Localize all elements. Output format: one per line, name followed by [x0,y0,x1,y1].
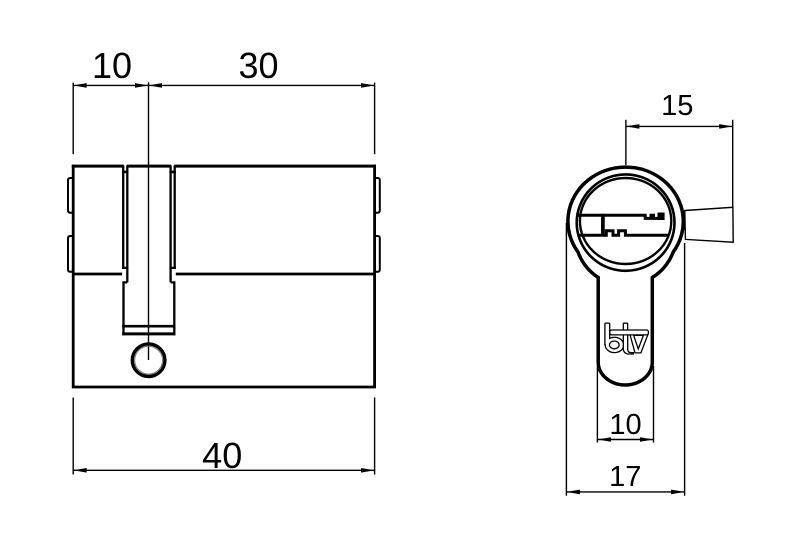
svg-text:10: 10 [92,45,132,86]
svg-text:15: 15 [661,90,693,122]
svg-text:30: 30 [238,45,278,86]
svg-text:17: 17 [609,461,641,493]
svg-text:40: 40 [202,435,242,476]
svg-text:10: 10 [609,409,641,441]
